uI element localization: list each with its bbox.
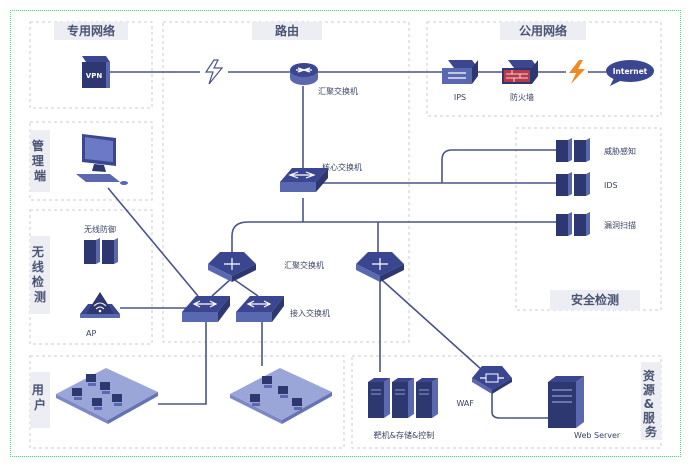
zone-resources-services: 资 源 & 服 务 [351, 355, 662, 449]
link-bus-aggmid [231, 221, 249, 252]
ips-icon [442, 60, 478, 84]
zone-label-wireless-char: 无 [31, 245, 44, 259]
access-switch-label: 接入交换机 [290, 308, 330, 318]
zone-label-wireless-char: 检 [32, 274, 44, 289]
zone-label-resources-char: 源 [643, 382, 655, 397]
link-core-threat [441, 149, 556, 183]
user-workstation-icon [72, 388, 82, 400]
ids-label: IDS [604, 181, 618, 190]
user-workstation-icon [250, 394, 260, 406]
link-aggmid-access-left [211, 277, 233, 297]
zone-label-users: 用 户 [31, 383, 48, 412]
internet-icon: Internet [606, 60, 654, 86]
vpn-label: VPN [86, 72, 103, 80]
zone-label-resources-char: & [644, 397, 654, 411]
zone-label-resources-char: 服 [643, 410, 656, 425]
wireless-defense-icon [84, 238, 118, 264]
zone-label-wireless-char: 线 [32, 259, 44, 274]
link-aggright-waf [381, 279, 483, 371]
zone-label-security-detection: 安全检测 [571, 292, 619, 307]
user-workstation-icon [262, 376, 272, 388]
vuln-scan-label: 漏洞扫描 [604, 220, 636, 230]
access-switch-right-icon [236, 296, 284, 322]
zone-label-routing: 路由 [275, 23, 299, 38]
aggregation-switch-top-icon [290, 63, 318, 85]
target-storage-control-label: 靶机&存储&控制 [374, 430, 434, 440]
link-waf-webserver [491, 392, 548, 419]
lightning-icon [204, 59, 224, 85]
web-server-icon [548, 376, 584, 428]
waf-icon [472, 366, 512, 394]
access-switch-left-icon [182, 296, 230, 322]
firewall-icon [502, 60, 538, 84]
management-pc-icon [76, 134, 128, 185]
zone-label-management-char: 管 [32, 138, 44, 153]
zone-label-wireless-char: 测 [34, 289, 46, 304]
zone-label-wireless-detection: 无 线 检 测 [31, 245, 48, 304]
ap-label: AP [86, 329, 96, 338]
user-workstation-icon [92, 398, 102, 410]
zone-label-resources-char: 务 [645, 424, 658, 439]
zone-label-management-char: 理 [32, 154, 44, 168]
zone-label-private-network: 专用网络 [67, 23, 115, 38]
links [106, 71, 606, 419]
user-workstation-icon [112, 394, 122, 406]
user-workstation-icon [100, 382, 110, 394]
link-access-users-left [158, 322, 207, 405]
zone-label-resources-services: 资 源 & 服 务 [643, 368, 659, 439]
outer-frame [10, 10, 681, 457]
vpn-device: VPN [82, 56, 110, 88]
user-workstation-icon [86, 374, 96, 386]
vuln-scan-icon [556, 212, 590, 236]
ids-icon [556, 172, 590, 196]
zone-label-management-char: 端 [34, 168, 46, 183]
core-switch-icon [280, 168, 328, 192]
target-storage-control-icon [368, 378, 438, 418]
link-pc-access [107, 187, 199, 297]
user-workstation-icon [292, 398, 302, 410]
link-aggmid-access-right [231, 277, 259, 297]
firewall-label: 防火墙 [510, 92, 534, 102]
wireless-defense-label: 无线防御 [84, 224, 116, 234]
ap-icon [80, 292, 120, 318]
zone-label-users-char: 户 [34, 397, 46, 412]
zone-label-management: 管 理 端 [32, 138, 48, 183]
aggregation-switch-top-label: 汇聚交换机 [318, 86, 358, 96]
waf-label: WAF [456, 399, 474, 408]
ips-label: IPS [454, 93, 466, 102]
core-switch-label: 核心交换机 [322, 162, 362, 172]
aggregation-switch-right-icon [356, 252, 404, 282]
zone-label-public-network: 公用网络 [519, 23, 567, 38]
user-workstation-icon [278, 386, 288, 398]
zone-label-users-char: 用 [31, 383, 44, 397]
threat-awareness-icon [556, 138, 590, 162]
aggregation-switch-mid-icon [208, 252, 256, 282]
zone-private-network: 专用网络 [29, 21, 153, 109]
zone-wireless-detection: 无 线 检 测 [29, 209, 153, 345]
lightning-orange-icon [569, 60, 585, 84]
web-server-label: Web Server [574, 431, 621, 440]
zone-label-resources-char: 资 [643, 368, 655, 383]
internet-label: Internet [613, 67, 648, 76]
aggregation-switch-mid-label: 汇聚交换机 [284, 260, 324, 270]
threat-awareness-label: 威胁感知 [604, 146, 636, 156]
